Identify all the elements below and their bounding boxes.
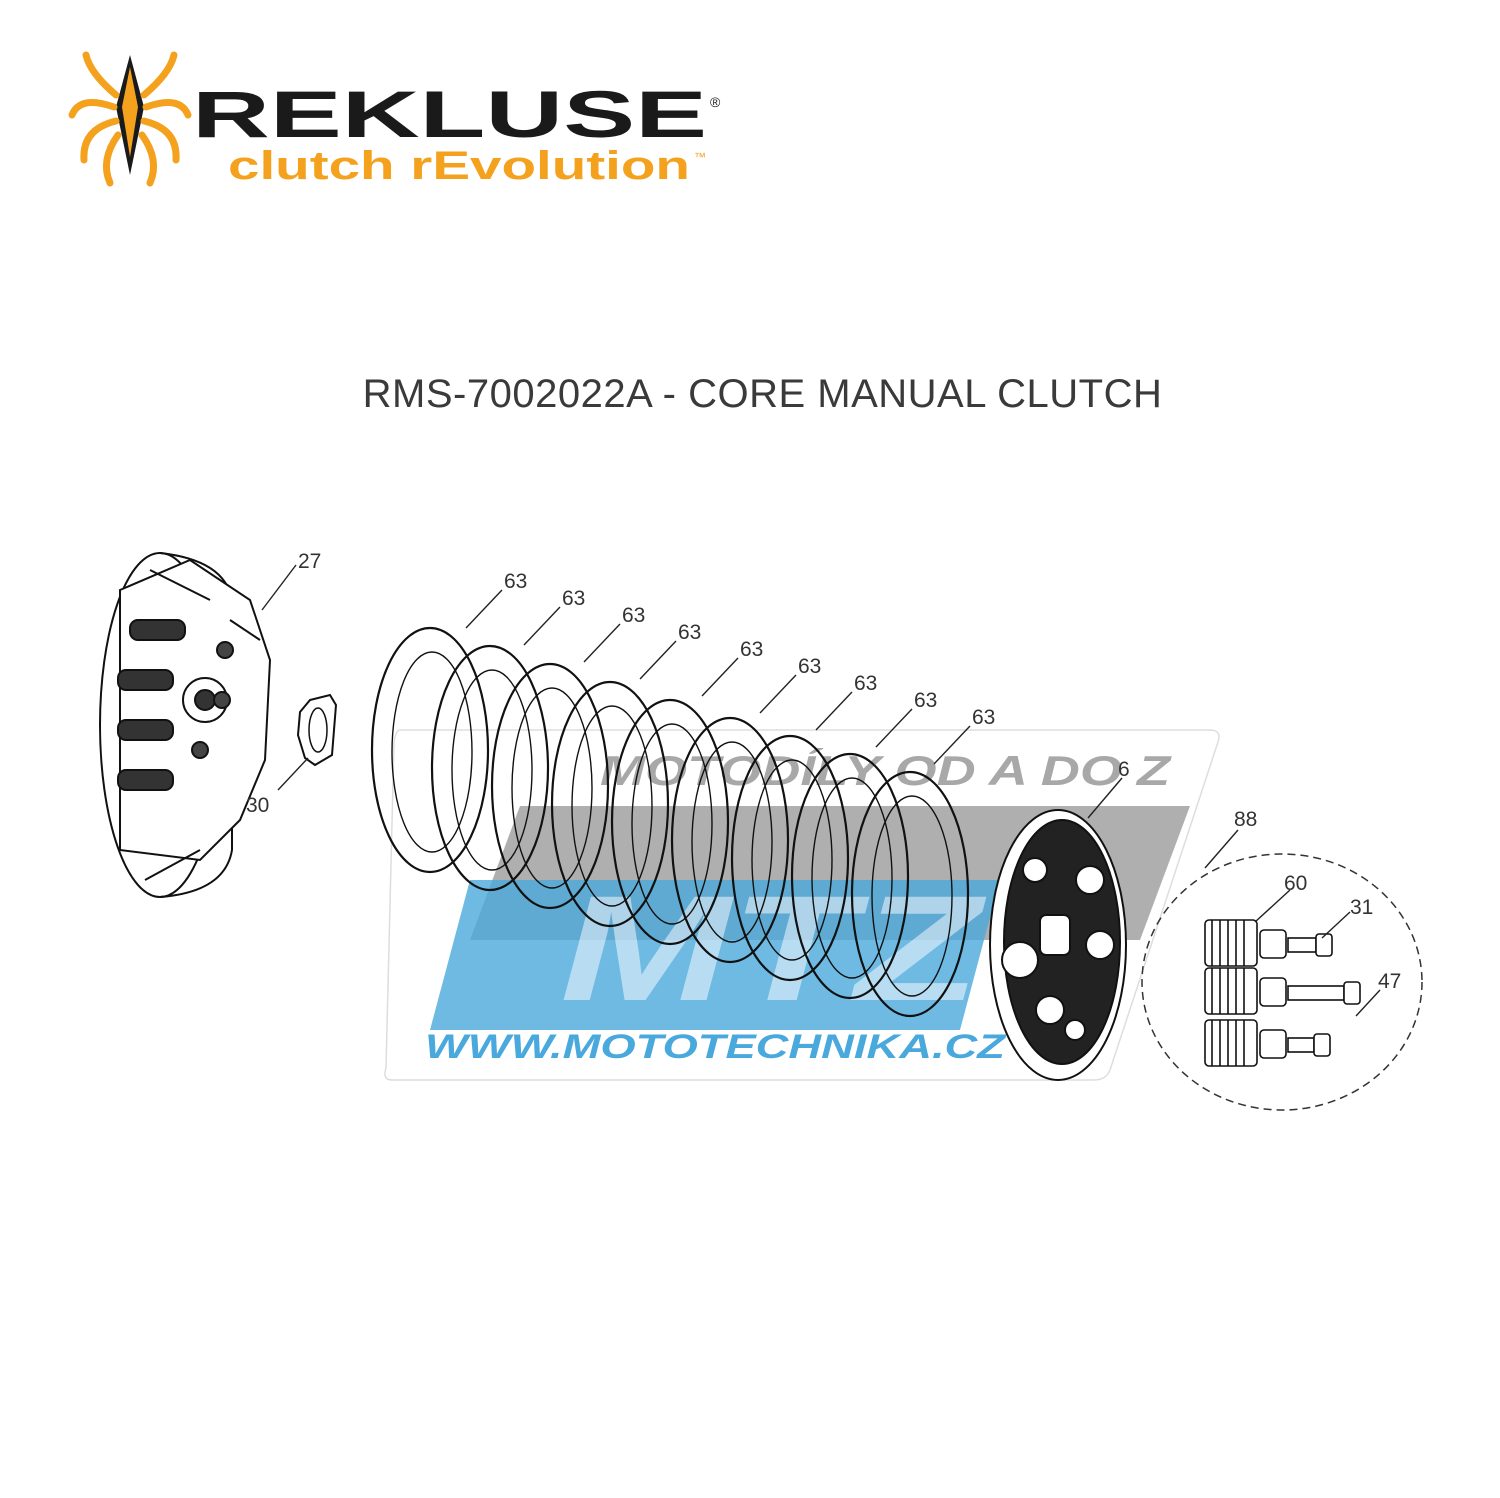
callout-47: 47 (1378, 970, 1401, 993)
clutch-plate (490, 662, 610, 910)
callout-27: 27 (298, 550, 321, 573)
callout-63: 63 (678, 621, 701, 644)
callout-pressure-plate: 6 (1087, 758, 1130, 819)
clutch-plates (370, 626, 970, 1018)
callout-60: 60 (1284, 872, 1307, 895)
clutch-plate (430, 644, 550, 892)
spring-assembly (1204, 1019, 1331, 1067)
clutch-plate (730, 734, 850, 982)
clutch-plate (370, 626, 490, 874)
callout-88: 88 (1234, 808, 1257, 831)
watermark-tagline: MOTODÍLY OD A DO Z (600, 747, 1172, 794)
spring-assembly (1204, 967, 1361, 1015)
pressure-plate (989, 809, 1127, 1081)
callout-63: 63 (504, 570, 527, 593)
brand-tagline: clutch rEvolution (228, 144, 690, 188)
trademark-mark: ™ (694, 150, 706, 164)
callout-31: 31 (1350, 896, 1373, 919)
clutch-plate (790, 752, 910, 1000)
rekluse-logo: REKLUSE ® clutch rEvolution ™ (68, 51, 721, 188)
clutch-plate (610, 698, 730, 946)
callouts-spring-kit: 88 60 31 47 (1204, 808, 1401, 1017)
callouts-plates: 63 63 63 63 63 63 63 63 63 (465, 570, 995, 765)
clutch-basket (99, 552, 272, 898)
callout-63: 63 (622, 604, 645, 627)
callout-63: 63 (914, 689, 937, 712)
callout-63: 63 (562, 587, 585, 610)
clutch-plate (670, 716, 790, 964)
callout-63: 63 (854, 672, 877, 695)
spider-icon (68, 51, 192, 187)
page-title: RMS-7002022A - CORE MANUAL CLUTCH (362, 372, 1163, 416)
watermark-url: WWW.MOTOTECHNIKA.CZ (425, 1028, 1007, 1066)
clutch-plate (850, 770, 970, 1018)
callout-63: 63 (740, 638, 763, 661)
brand-name: REKLUSE (192, 77, 707, 151)
callout-63: 63 (972, 706, 995, 729)
callout-6: 6 (1118, 758, 1130, 781)
callout-63: 63 (798, 655, 821, 678)
spring-assembly (1204, 919, 1333, 967)
callout-washer: 30 (246, 757, 309, 817)
callout-basket: 27 (261, 550, 321, 611)
callout-30: 30 (246, 794, 269, 817)
registered-mark: ® (710, 94, 721, 110)
spring-kit (1141, 853, 1423, 1111)
lock-washer (296, 693, 338, 767)
clutch-plate (550, 680, 670, 928)
